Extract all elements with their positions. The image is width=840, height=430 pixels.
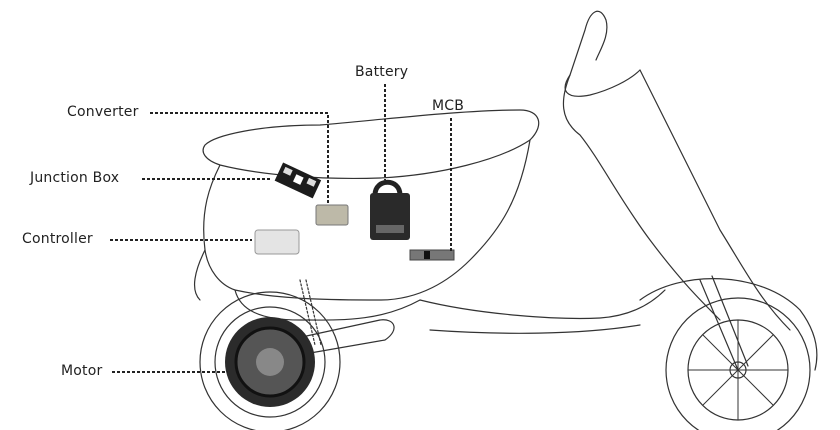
junction-box-label: Junction Box — [30, 170, 120, 186]
rear-rim — [214, 306, 326, 418]
converter-label: Converter — [67, 104, 139, 120]
swingarm — [264, 319, 395, 361]
controller-component — [254, 229, 300, 255]
converter-component — [315, 204, 349, 226]
floor-line — [429, 324, 641, 334]
junction-box-component — [274, 162, 322, 199]
battery-label: Battery — [355, 64, 409, 80]
front-shield — [562, 69, 791, 331]
rear-tail — [193, 249, 421, 321]
mcb-label: MCB — [432, 98, 465, 114]
front-fender — [639, 278, 818, 371]
converter-leader — [150, 112, 329, 203]
motor-label: Motor — [61, 363, 103, 379]
body-panel — [203, 139, 531, 301]
shock-absorber — [299, 279, 322, 346]
handlebar — [564, 10, 641, 97]
battery-component — [370, 179, 410, 240]
mcb-component — [409, 249, 455, 261]
front-tire — [665, 297, 811, 430]
front-fork — [699, 275, 749, 371]
controller-label: Controller — [22, 231, 93, 247]
seat — [202, 109, 540, 180]
floorboard — [419, 289, 666, 320]
motor-hub — [225, 317, 315, 407]
rear-tire — [199, 291, 341, 430]
